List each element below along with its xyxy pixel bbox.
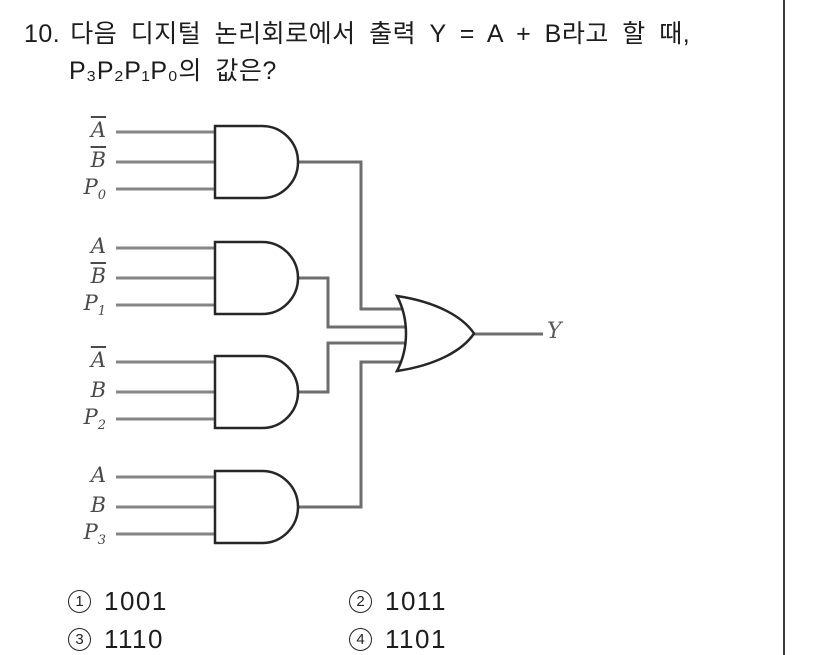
option-1-value: 1001 xyxy=(104,586,168,616)
option-3: 3 1110 xyxy=(68,624,164,655)
option-2-value: 1011 xyxy=(385,586,447,616)
or-gate xyxy=(394,294,476,373)
option-4-value: 1101 xyxy=(385,624,447,654)
option-3-value: 1110 xyxy=(104,624,164,654)
wire-and4-to-or xyxy=(296,360,410,509)
wire-and2-to-or xyxy=(296,276,410,329)
and-gate-4 xyxy=(213,469,300,545)
option-4: 4 1101 xyxy=(349,624,447,655)
question-number: 10. xyxy=(24,20,61,48)
connection-wires xyxy=(296,160,543,509)
question-line2: P₃P₂P₁P₀의 값은? xyxy=(69,57,277,85)
option-3-marker: 3 xyxy=(68,628,91,651)
option-4-marker: 4 xyxy=(349,628,372,651)
and-gates xyxy=(213,124,300,545)
and-gate-2 xyxy=(213,240,300,316)
option-2-marker: 2 xyxy=(349,590,372,613)
question-text: 다음 디지털 논리회로에서 출력 Y = A + B라고 할 때, xyxy=(70,20,691,48)
option-1-marker: 1 xyxy=(68,590,91,613)
question-line1: 10. 다음 디지털 논리회로에서 출력 Y = A + B라고 할 때, xyxy=(24,14,754,50)
or-output-label: Y xyxy=(547,319,562,344)
wire-and3-to-or xyxy=(296,341,410,394)
and-gate-3 xyxy=(213,354,300,430)
input-lines xyxy=(116,130,220,536)
and-gate-1 xyxy=(213,124,300,200)
wire-and1-to-or xyxy=(296,160,410,311)
option-1: 1 1001 xyxy=(68,586,168,617)
option-2: 2 1011 xyxy=(349,586,447,617)
page-divider-line xyxy=(783,0,785,655)
